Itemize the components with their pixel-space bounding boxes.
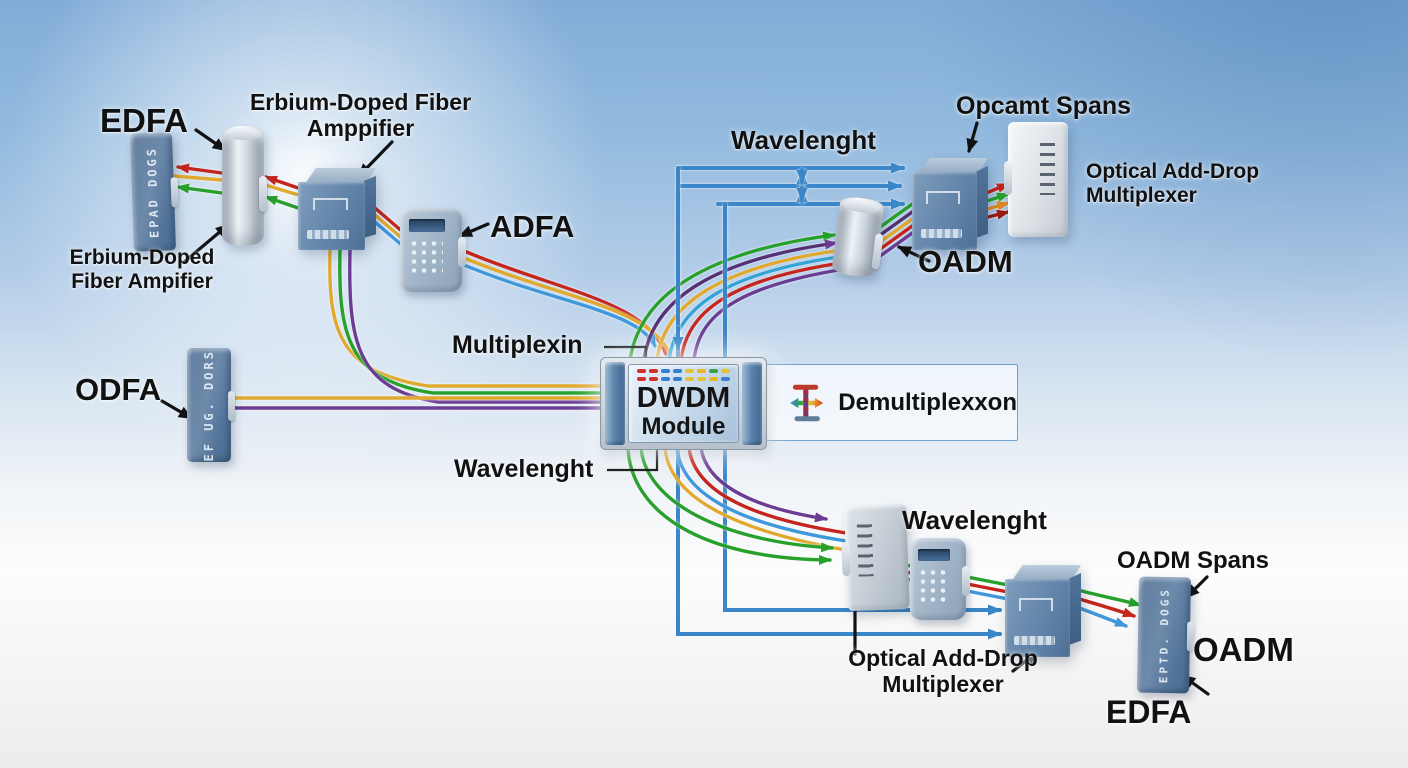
edfa-device-text: EPAD DOGS [144,145,162,239]
edfa-bottom-device-text: EPTD. DOGS [1156,586,1172,684]
wavelength-filter-box-bottom [844,503,910,612]
dwdm-title: DWDM [636,382,731,414]
circuit-marking [1005,579,1071,657]
cube-side-face [1068,573,1081,645]
optical-add-drop-multiplexer-label-bottom: Optical Add-Drop Multiplexer [848,645,1038,697]
dwdm-module: DWDM Module [600,357,767,450]
opcamt-spans-label: Opcamt Spans [956,92,1132,120]
wavelength-indicator-dots [637,365,730,381]
cube-side-face [363,176,376,238]
optical-add-drop-multiplexer-label-right: Optical Add-Drop Multiplexer [1086,160,1260,207]
device-display [917,548,951,561]
fiber-bundle-adfa-to-dwdm [455,246,673,358]
cube-top-face [1011,565,1081,581]
cube-side-face [975,166,988,238]
demultiplexxon-label: Demultiplexxon [838,388,1017,416]
wavelenght-label-left: Wavelenght [454,455,594,483]
device-keypad [917,568,950,603]
erbium-doped-fiber-amplifier-label-top: Erbium-Doped Fiber Amppifier [249,89,472,141]
edfa-terminal-device: EPAD DOGS [129,132,177,252]
cube-top-face [918,158,988,174]
odfa-terminal-device: EF UG. DORS [187,348,235,462]
label-elbow-connectors [604,345,659,472]
oadm-cylinder-top [831,195,885,279]
device-display [408,218,445,232]
edfa-terminal-device-bottom: EPTD. DOGS [1136,576,1192,694]
adfa-keypad-device [400,208,466,292]
circuit-marking [912,172,978,250]
odfa-device-text: EF UG. DORS [202,348,216,462]
odfa-label: ODFA [75,372,162,407]
keypad-device-bottom [910,538,970,620]
oadm-label-top: OADM [918,244,1013,279]
vent-slots [857,524,875,577]
optical-add-drop-multiplexer-top [1004,122,1068,237]
erbium-fiber-amplifier-cube [298,168,376,250]
oadm-label-bottom: OADM [1193,631,1294,668]
dwdm-subtitle: Module [641,413,726,440]
device-keypad [408,239,444,275]
edfa-amplifier-cylinder [222,126,267,246]
oadm-spans-label: OADM Spans [1117,547,1270,574]
edfa-label-top: EDFA [100,102,189,139]
module-right-rail [742,362,762,445]
erbium-doped-fiber-amplifier-label-bottom: Erbium-Doped Fiber Ampifier [69,246,215,293]
module-left-rail [605,362,625,445]
fiber-bundle-left-to-dwdm [228,248,603,410]
wavelenght-label-bottom: Wavelenght [902,505,1047,535]
edfa-label-bottom: EDFA [1106,694,1192,730]
demultiplexer-icon [790,384,824,421]
module-screen: DWDM Module [628,364,739,443]
adfa-label: ADFA [490,209,575,244]
circuit-marking [298,182,366,250]
multiplexin-label: Multiplexin [452,331,583,359]
wavelenght-label-top: Wavelenght [731,125,876,155]
oadm-cube-bottom [1005,565,1081,657]
oadm-cube-top [912,158,988,250]
cube-top-face [305,168,376,184]
blue-signal-arrows [672,162,1002,640]
vent-slots [1039,142,1055,195]
demultiplexer-legend-box: Demultiplexxon [766,364,1018,441]
